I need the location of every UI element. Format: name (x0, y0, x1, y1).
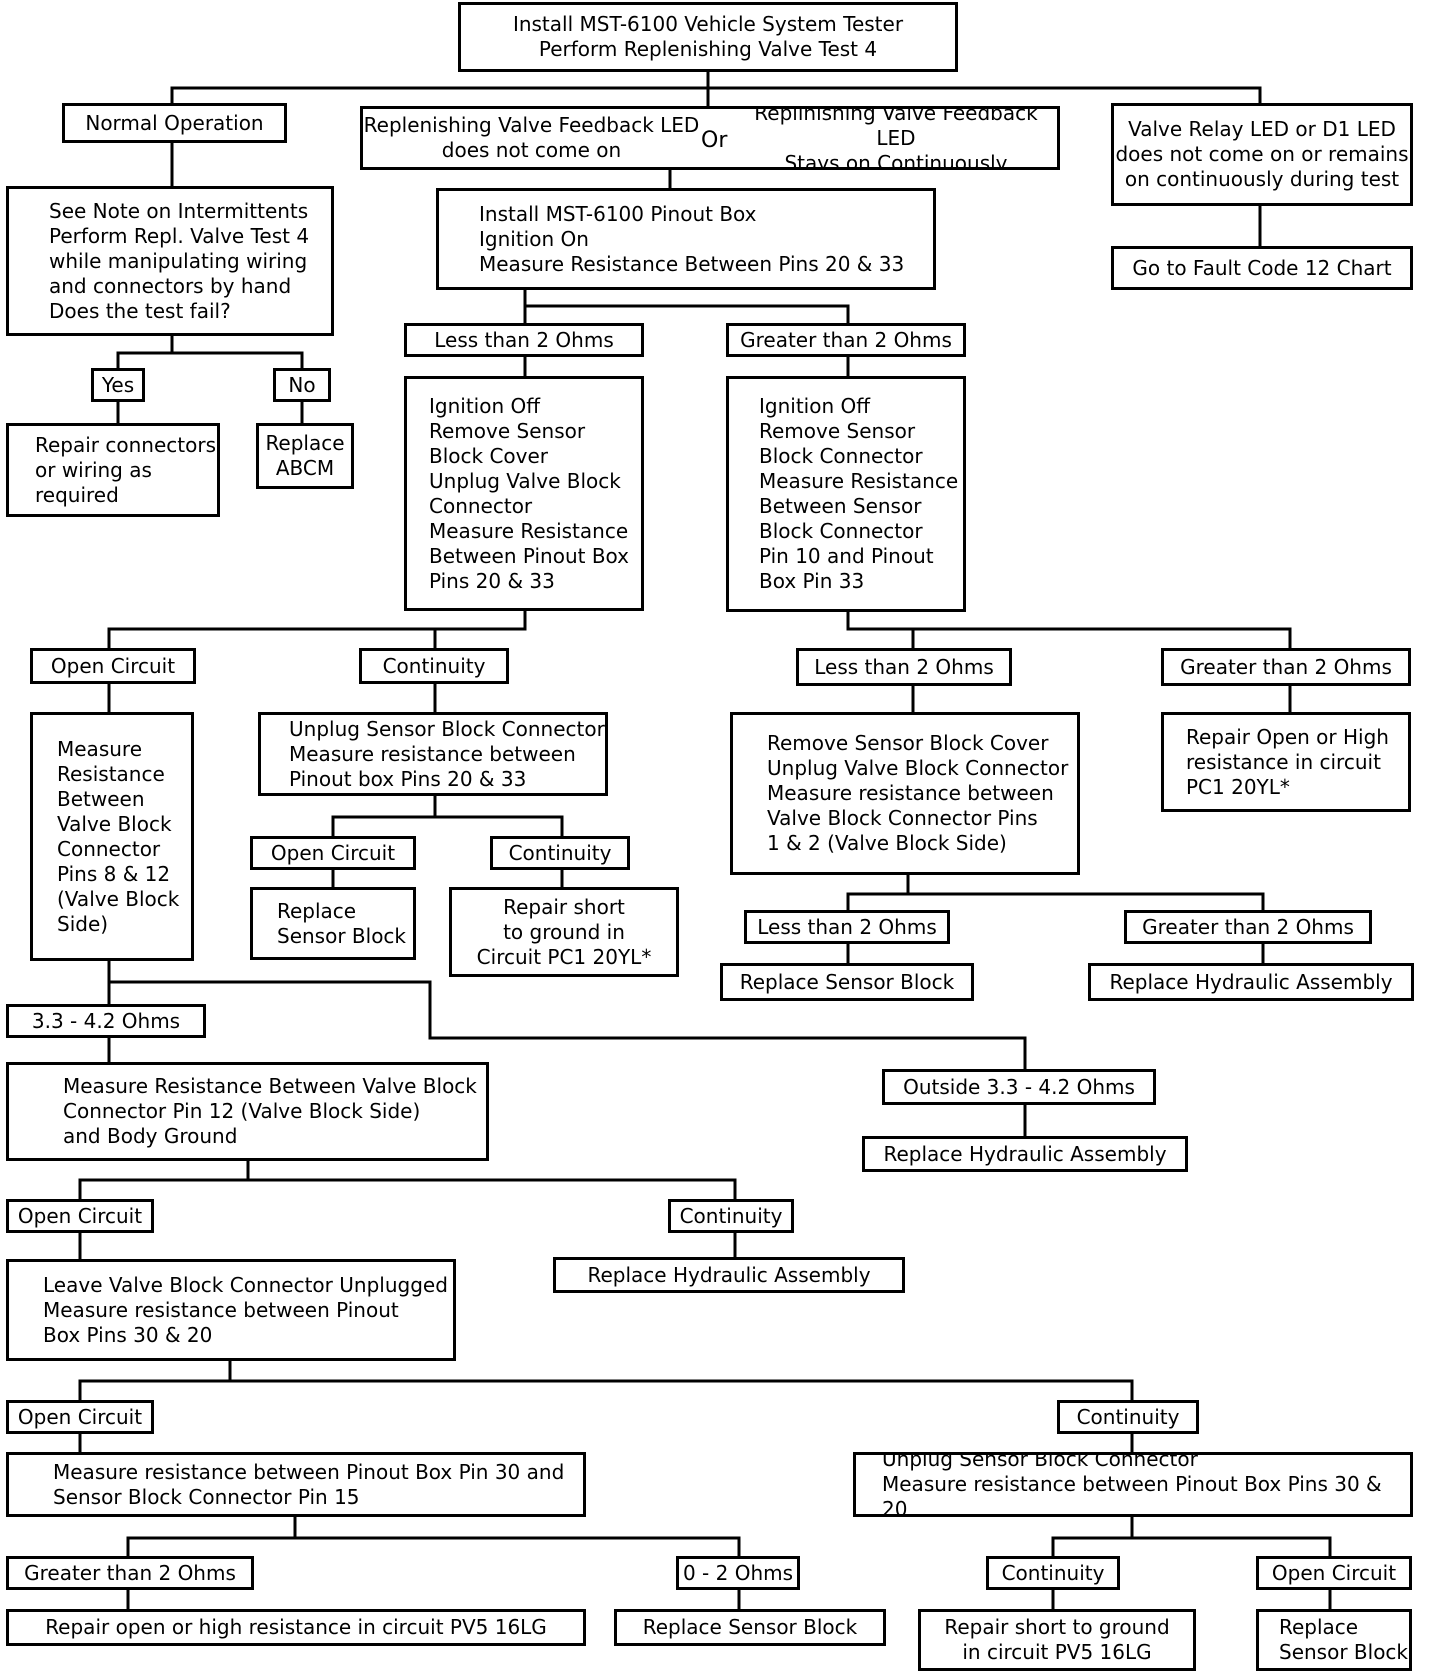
replace-hydraulic-b: Replace Hydraulic Assembly (862, 1136, 1188, 1172)
replace-sensor-block-d: Replace Sensor Block (1256, 1609, 1412, 1671)
repair-short-pv5-box: Repair short to ground in circuit PV5 16… (918, 1609, 1196, 1671)
repair-pv5-high-box: Repair open or high resistance in circui… (6, 1609, 586, 1646)
open-circuit-c: Open Circuit (6, 1199, 154, 1233)
pinout-box-step: Install MST-6100 Pinout Box Ignition On … (436, 188, 936, 290)
replace-sensor-block-a: Replace Sensor Block (250, 887, 416, 960)
repair-connectors-box: Repair connectors or wiring as required (6, 423, 220, 517)
continuity-d: Continuity (1057, 1400, 1199, 1434)
start-box: Install MST-6100 Vehicle System Tester P… (458, 2, 958, 72)
yes-box: Yes (91, 368, 145, 402)
repair-short-pc1-box: Repair short to ground in Circuit PC1 20… (449, 887, 679, 977)
open-circuit-d: Open Circuit (6, 1400, 154, 1434)
fault-code-12-box: Go to Fault Code 12 Chart (1111, 246, 1413, 290)
continuity-c: Continuity (668, 1199, 794, 1233)
replace-sensor-block-c: Replace Sensor Block (614, 1609, 886, 1646)
greater-than-2-ohms-b: Greater than 2 Ohms (1161, 648, 1411, 686)
measure-pins-8-12-box: Measure Resistance Between Valve Block C… (30, 712, 194, 961)
continuity-b: Continuity (490, 836, 630, 870)
leave-unplugged-box: Leave Valve Block Connector Unplugged Me… (6, 1259, 456, 1361)
no-box: No (273, 368, 331, 402)
open-circuit-b: Open Circuit (250, 836, 416, 870)
or-label: Or (701, 128, 728, 153)
unplug-sensor-block-b-box: Unplug Sensor Block Connector Measure re… (853, 1452, 1413, 1517)
less-than-2-ohms-c: Less than 2 Ohms (744, 910, 950, 944)
open-circuit-e: Open Circuit (1256, 1556, 1412, 1590)
relay-led-box: Valve Relay LED or D1 LED does not come … (1111, 103, 1413, 206)
less-than-2-ohms-b: Less than 2 Ohms (796, 648, 1012, 686)
greater-than-2-ohms-c: Greater than 2 Ohms (1124, 910, 1372, 944)
open-circuit-a: Open Circuit (30, 648, 196, 684)
continuity-a: Continuity (359, 648, 509, 684)
remove-sensor-cover-box: Remove Sensor Block Cover Unplug Valve B… (730, 712, 1080, 875)
greater-than-2-ohms-a: Greater than 2 Ohms (726, 323, 966, 357)
normal-operation-box: Normal Operation (62, 103, 287, 143)
less-than-2-ohms-a: Less than 2 Ohms (404, 323, 644, 357)
step-right-box: Ignition Off Remove Sensor Block Connect… (726, 376, 966, 612)
greater-than-2-ohms-d: Greater than 2 Ohms (6, 1556, 254, 1590)
continuity-e: Continuity (986, 1556, 1120, 1590)
replace-sensor-block-b: Replace Sensor Block (720, 963, 974, 1001)
measure-pin-12-ground-box: Measure Resistance Between Valve Block C… (6, 1062, 489, 1161)
intermittents-box: See Note on Intermittents Perform Repl. … (6, 186, 334, 336)
replace-hydraulic-a: Replace Hydraulic Assembly (1088, 963, 1414, 1001)
step-left-box: Ignition Off Remove Sensor Block Cover U… (404, 376, 644, 611)
range-3-3-4-2-ohms: 3.3 - 4.2 Ohms (6, 1004, 206, 1038)
zero-to-2-ohms: 0 - 2 Ohms (676, 1556, 800, 1590)
led-not-on-box: Replenishing Valve Feedback LED does not… (360, 106, 700, 170)
led-stays-on-box: Replinishing Valve Feedback LED Stays on… (735, 106, 1060, 170)
repair-pc1-high-box: Repair Open or High resistance in circui… (1161, 712, 1411, 812)
replace-hydraulic-c: Replace Hydraulic Assembly (553, 1257, 905, 1293)
outside-3-3-4-2-ohms: Outside 3.3 - 4.2 Ohms (882, 1069, 1156, 1105)
measure-pin-30-box: Measure resistance between Pinout Box Pi… (6, 1452, 586, 1517)
replace-abcm-box: Replace ABCM (256, 423, 354, 489)
unplug-sensor-block-box: Unplug Sensor Block Connector Measure re… (258, 712, 608, 796)
